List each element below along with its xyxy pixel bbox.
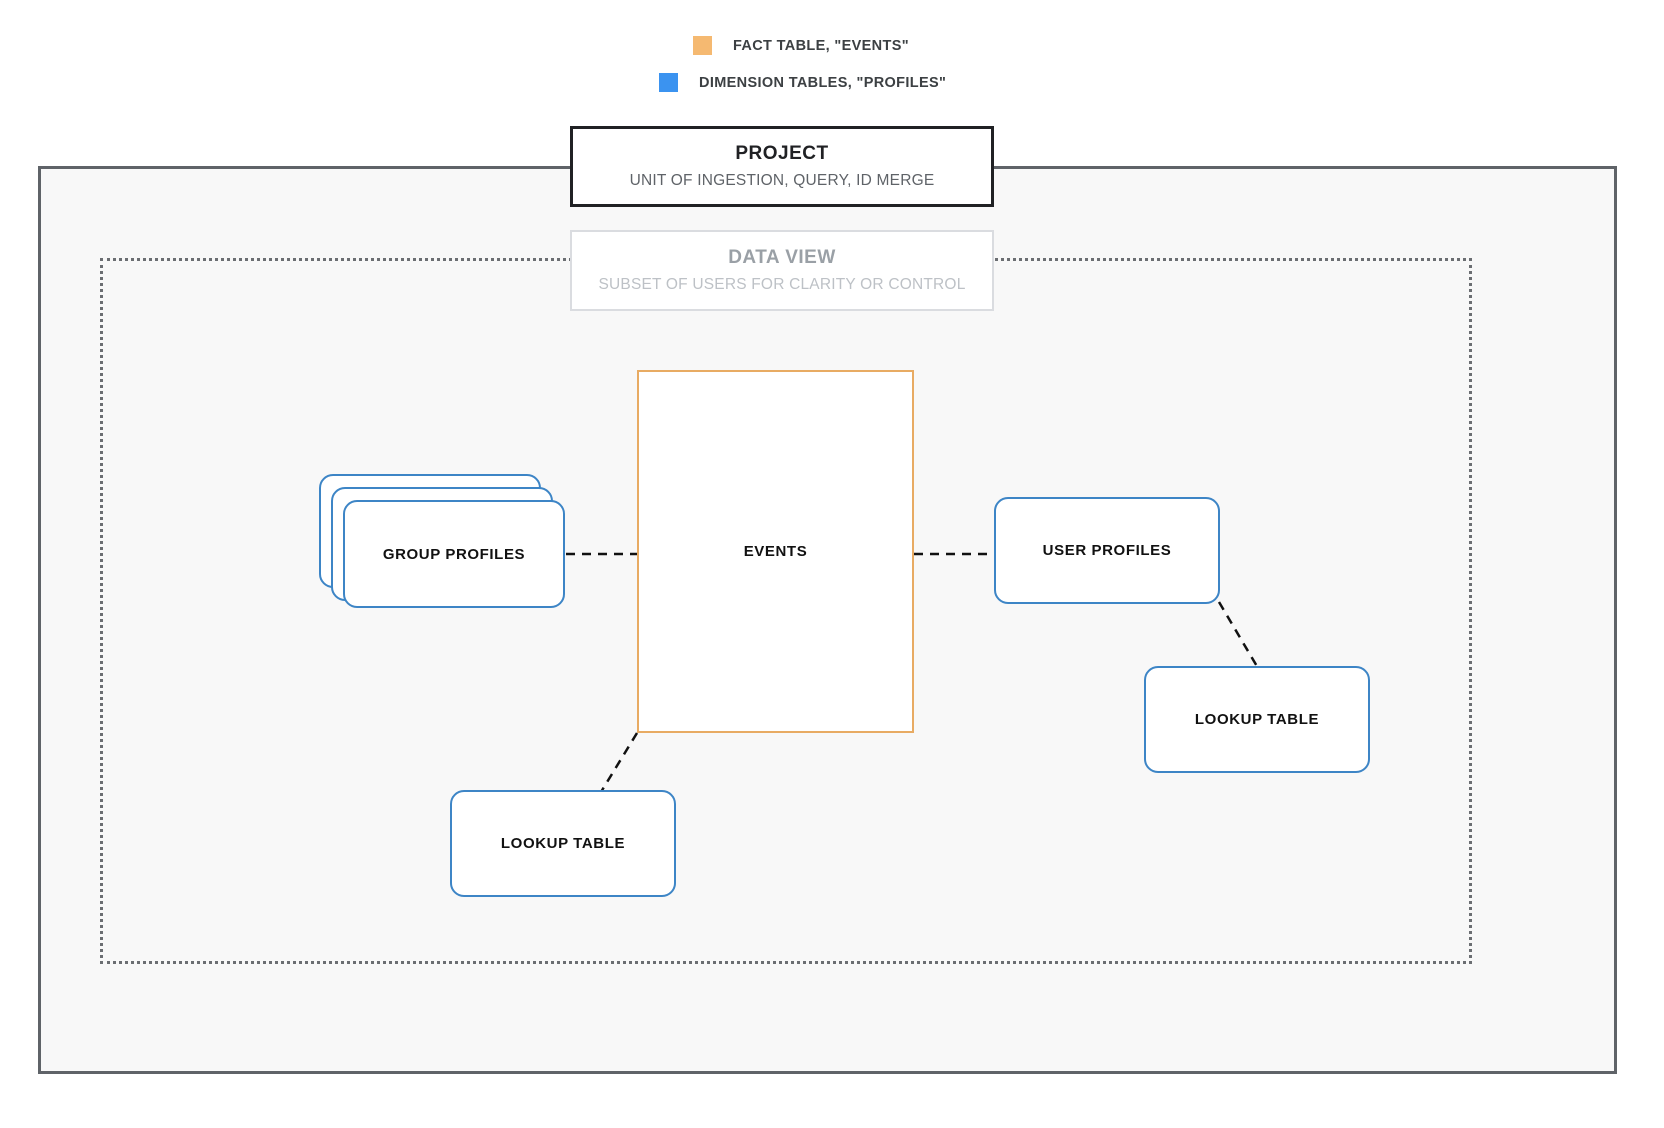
legend-item-fact-table-label: FACT TABLE, "EVENTS" xyxy=(733,37,909,54)
legend-item-dimension-tables-label: DIMENSION TABLES, "PROFILES" xyxy=(699,74,947,91)
node-lookup-table-left[interactable]: LOOKUP TABLE xyxy=(450,790,676,897)
node-events-label: EVENTS xyxy=(743,543,808,560)
node-user-profiles-label: USER PROFILES xyxy=(1042,542,1172,559)
legend-item-fact-table: FACT TABLE, "EVENTS" xyxy=(693,36,909,55)
node-lookup-table-right-label: LOOKUP TABLE xyxy=(1194,711,1320,728)
legend-item-dimension-tables: DIMENSION TABLES, "PROFILES" xyxy=(659,73,946,92)
node-lookup-table-left-label: LOOKUP TABLE xyxy=(500,835,626,852)
data-view-subtitle: SUBSET OF USERS FOR CLARITY OR CONTROL xyxy=(598,276,966,293)
square-swatch-icon xyxy=(659,73,678,92)
node-group-profiles-label: GROUP PROFILES xyxy=(382,545,526,563)
node-lookup-table-right[interactable]: LOOKUP TABLE xyxy=(1144,666,1370,773)
node-group-profiles[interactable]: GROUP PROFILES xyxy=(343,500,565,608)
project-title: PROJECT xyxy=(735,143,829,164)
data-view-header-card: DATA VIEW SUBSET OF USERS FOR CLARITY OR… xyxy=(570,230,994,311)
square-swatch-icon xyxy=(693,36,712,55)
data-view-title: DATA VIEW xyxy=(728,247,836,268)
node-events[interactable]: EVENTS xyxy=(637,370,914,733)
project-subtitle: UNIT OF INGESTION, QUERY, ID MERGE xyxy=(629,172,935,189)
node-user-profiles[interactable]: USER PROFILES xyxy=(994,497,1220,604)
project-header-card: PROJECT UNIT OF INGESTION, QUERY, ID MER… xyxy=(570,126,994,207)
